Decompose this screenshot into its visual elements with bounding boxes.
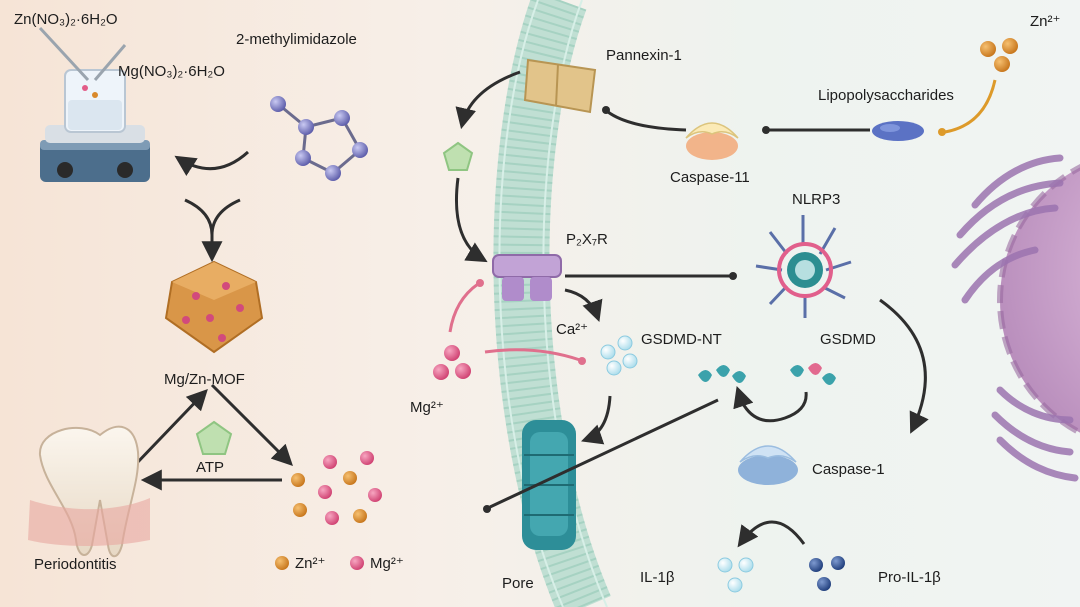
- legend-zn-dot: [275, 556, 289, 570]
- caspase1-icon: [738, 445, 798, 485]
- label-atp: ATP: [196, 459, 225, 476]
- pro-il1b-molecules: [809, 556, 845, 591]
- mg-inhibition-arrows: [448, 279, 586, 365]
- legend-mg-dot: [350, 556, 364, 570]
- methylimidazole-molecule: [270, 96, 368, 181]
- gsdmd-nt-fragments-icon: [698, 365, 746, 383]
- p2x7r-receptor-icon: [492, 254, 562, 301]
- hot-plate-icon: [38, 26, 150, 182]
- label-methylimidazole: 2-methylimidazole: [236, 31, 357, 48]
- label-ca-ion: Ca²⁺: [556, 321, 589, 338]
- label-gsdmd-nt: GSDMD-NT: [641, 331, 722, 348]
- ca-ions: [600, 335, 638, 376]
- label-pore: Pore: [502, 575, 534, 592]
- label-pannexin: Pannexin-1: [606, 47, 682, 64]
- tooth-icon: [28, 425, 150, 558]
- zn-inhibition-end: [938, 128, 946, 136]
- synthesis-arrows: [133, 150, 293, 491]
- il1b-molecules: [717, 557, 754, 593]
- atp-pentagon-icon: [195, 420, 233, 455]
- gsdmd-full-icon: [790, 363, 836, 385]
- label-nlrp3: NLRP3: [792, 191, 841, 208]
- legend-zn-label: Zn²⁺: [295, 555, 326, 572]
- label-zn-nitrate: Zn(NO₃)₂·6H₂O: [14, 11, 118, 28]
- label-il1b: IL-1β: [640, 569, 675, 586]
- label-p2x7r: P₂X₇R: [566, 231, 608, 248]
- label-zn-ion: Zn²⁺: [1030, 13, 1061, 30]
- lps-icon: [872, 121, 924, 141]
- label-mg-ion: Mg²⁺: [410, 399, 444, 416]
- label-gsdmd: GSDMD: [820, 331, 876, 348]
- label-pro-il1b: Pro-IL-1β: [878, 569, 941, 586]
- label-mg-nitrate: Mg(NO₃)₂·6H₂O: [118, 63, 225, 80]
- label-periodontitis: Periodontitis: [34, 556, 117, 573]
- nlrp3-inflammasome-icon: [755, 215, 852, 318]
- ion-cluster: [291, 451, 382, 525]
- atp-pentagon-icon-2: [442, 141, 474, 171]
- pathway-arrows: [454, 70, 929, 548]
- endoplasmic-reticulum: [951, 154, 1079, 482]
- zn-ions-top: [980, 38, 1018, 72]
- nucleus: [997, 163, 1080, 437]
- label-caspase11: Caspase-11: [670, 169, 750, 186]
- legend-mg-label: Mg²⁺: [370, 555, 404, 572]
- pannexin-channel-icon: [523, 58, 597, 114]
- zn-inhibition-arrow: [944, 79, 997, 134]
- gsdmd-pore-icon: [522, 420, 576, 550]
- mof-crystal-icon: [164, 260, 264, 354]
- caspase11-icon: [685, 122, 739, 160]
- label-caspase1: Caspase-1: [812, 461, 885, 478]
- mg-ions-right: [433, 345, 471, 380]
- label-mof: Mg/Zn-MOF: [164, 371, 245, 388]
- label-lps: Lipopolysaccharides: [818, 87, 954, 104]
